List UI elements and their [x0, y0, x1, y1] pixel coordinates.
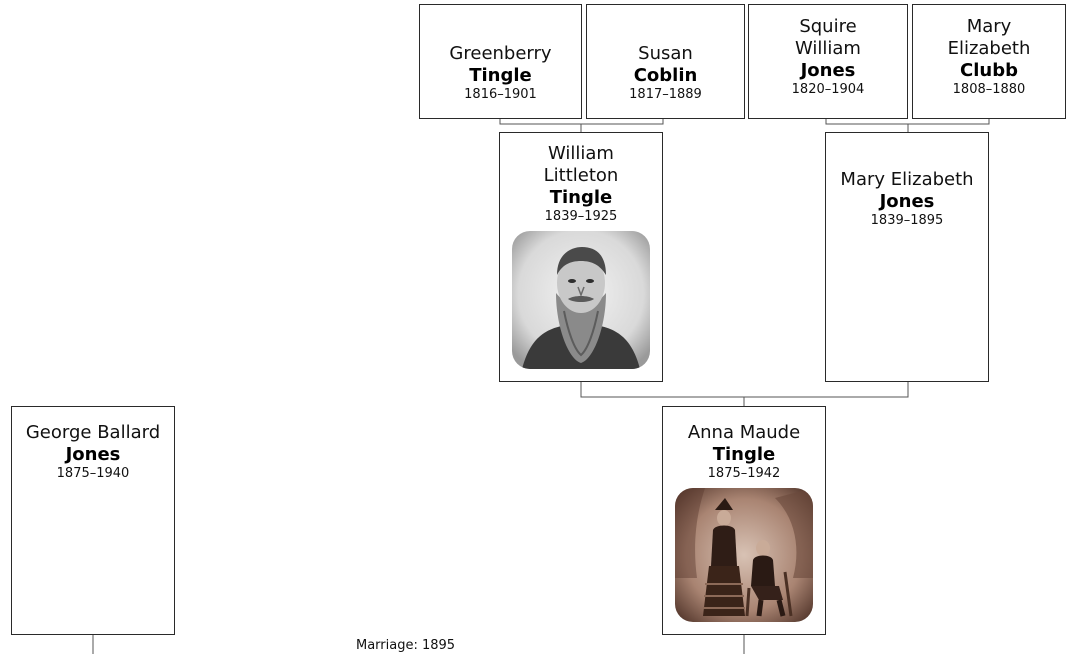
couple-photo — [675, 488, 813, 622]
life-dates: 1875–1940 — [56, 466, 130, 481]
portrait-photo — [512, 231, 650, 369]
given-name-line1: Mary — [966, 16, 1012, 37]
life-dates: 1875–1942 — [707, 466, 781, 481]
surname: Tingle — [712, 444, 776, 465]
life-dates: 1808–1880 — [952, 82, 1026, 97]
person-card-greenberry-tingle[interactable]: Greenberry Tingle 1816–1901 — [419, 4, 582, 119]
surname: Jones — [65, 444, 121, 465]
person-card-mary-elizabeth-jones[interactable]: Mary Elizabeth Jones 1839–1895 — [825, 132, 989, 382]
surname: Jones — [800, 60, 856, 81]
life-dates: 1839–1895 — [870, 213, 944, 228]
given-name-line1: Squire — [799, 16, 857, 37]
given-name: Greenberry — [449, 43, 552, 64]
life-dates: 1816–1901 — [464, 87, 537, 102]
life-dates: 1839–1925 — [544, 209, 618, 224]
person-card-william-littleton-tingle[interactable]: William Littleton Tingle 1839–1925 — [499, 132, 663, 382]
given-name: Mary Elizabeth — [840, 169, 974, 190]
marriage-label: Marriage: 1895 — [356, 638, 456, 653]
person-card-anna-maude-tingle[interactable]: Anna Maude Tingle 1875–1942 — [662, 406, 826, 635]
surname: Tingle — [469, 65, 532, 86]
given-name-line2: Littleton — [543, 165, 619, 186]
given-name: George Ballard — [25, 422, 161, 443]
surname: Tingle — [549, 187, 613, 208]
given-name: Anna Maude — [687, 422, 801, 443]
given-name: Susan — [638, 43, 693, 64]
person-card-mary-elizabeth-clubb[interactable]: Mary Elizabeth Clubb 1808–1880 — [912, 4, 1066, 119]
given-name-line2: Elizabeth — [947, 38, 1031, 59]
surname: Jones — [879, 191, 935, 212]
life-dates: 1817–1889 — [629, 87, 702, 102]
life-dates: 1820–1904 — [791, 82, 865, 97]
surname: Coblin — [633, 65, 698, 86]
person-card-susan-coblin[interactable]: Susan Coblin 1817–1889 — [586, 4, 745, 119]
person-card-squire-william-jones[interactable]: Squire William Jones 1820–1904 — [748, 4, 908, 119]
given-name-line2: William — [795, 38, 861, 59]
person-card-george-ballard-jones[interactable]: George Ballard Jones 1875–1940 — [11, 406, 175, 635]
surname: Clubb — [960, 60, 1018, 81]
given-name-line1: William — [548, 143, 614, 164]
